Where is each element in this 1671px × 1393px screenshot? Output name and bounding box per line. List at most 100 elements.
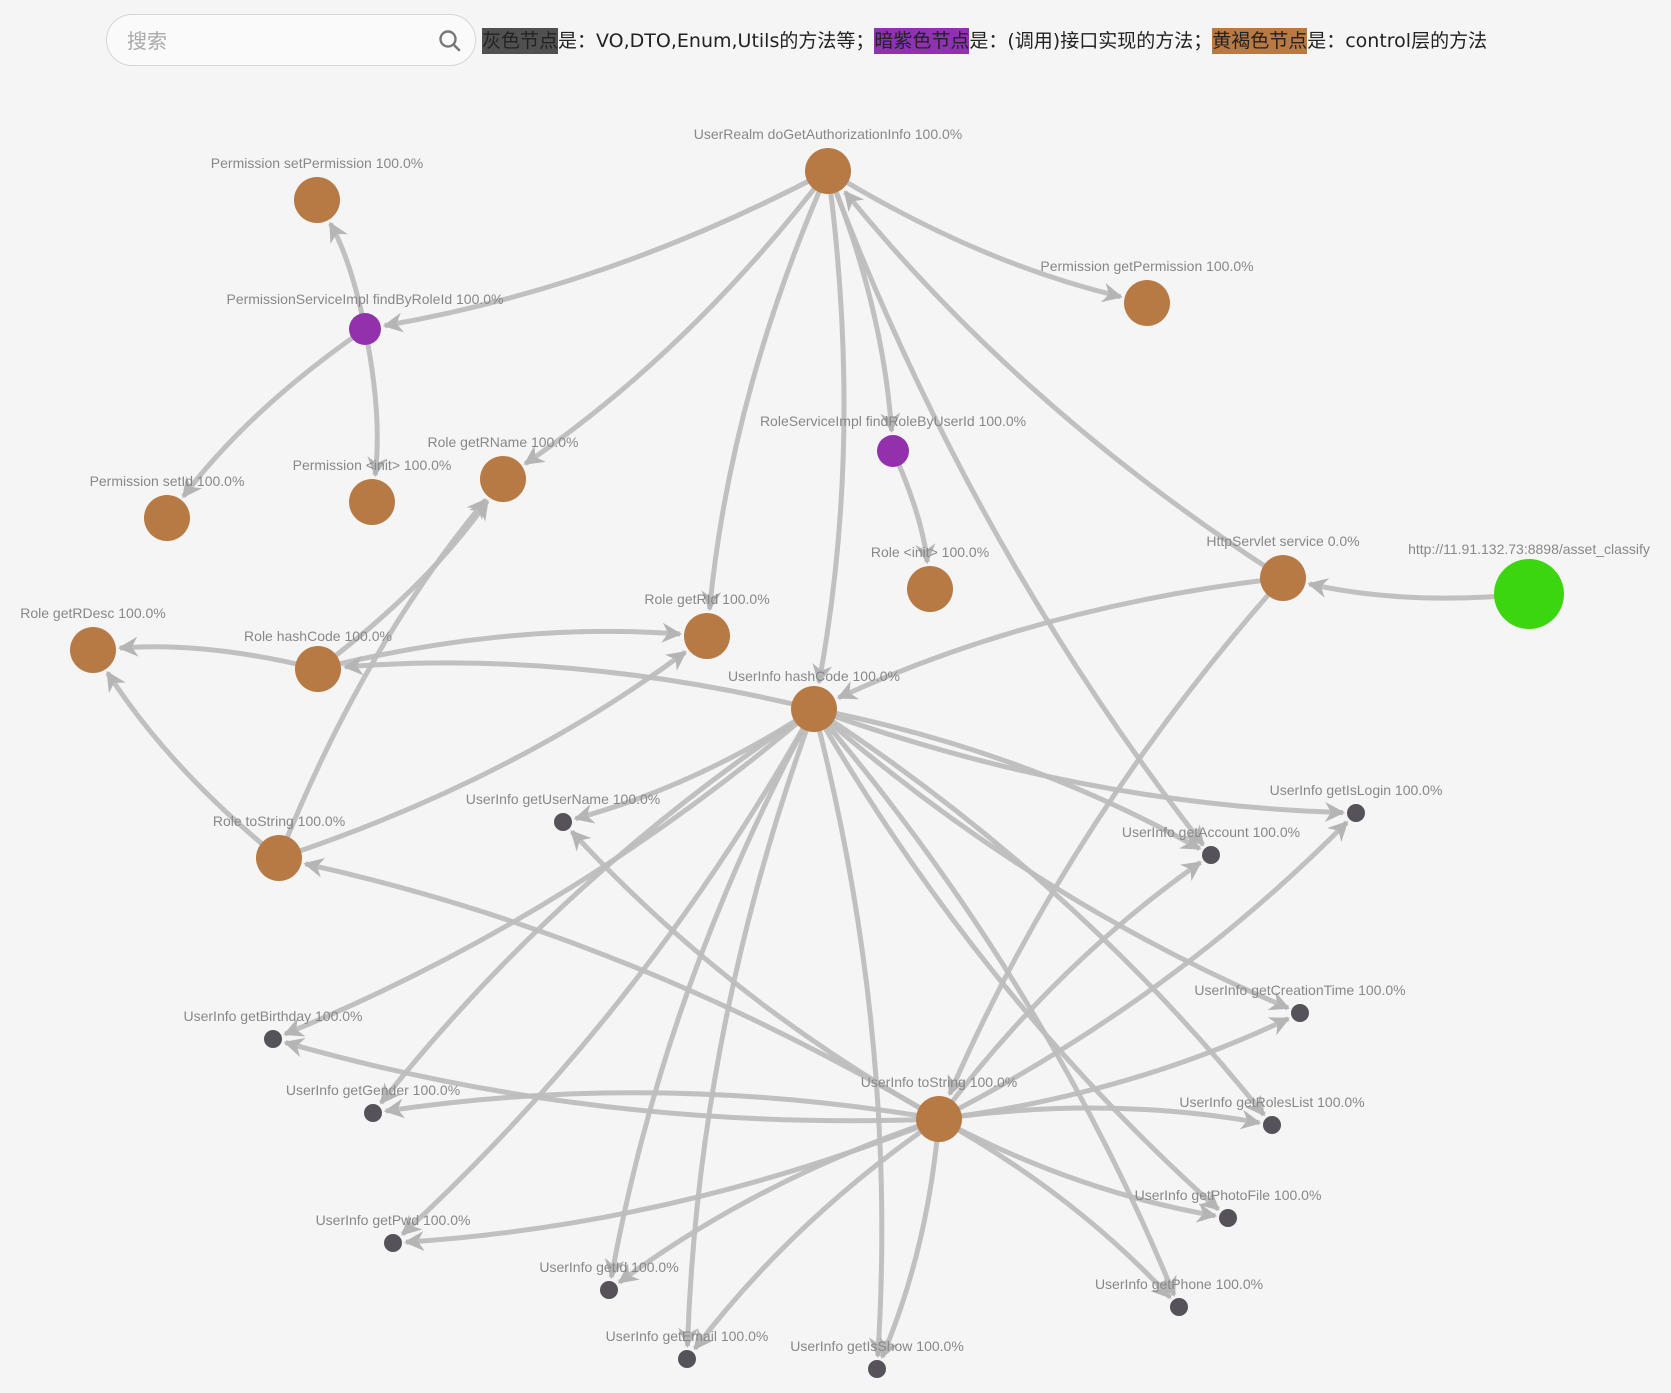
nodes-layer: UserRealm doGetAuthorizationInfo 100.0%P… [20, 126, 1650, 1378]
edge-uhc-to-uge [678, 708, 817, 1349]
node-ugph[interactable] [1170, 1298, 1188, 1316]
node-ugrl[interactable] [1263, 1116, 1281, 1134]
node-label-ugid: UserInfo getId 100.0% [539, 1259, 678, 1275]
node-label-uhc: UserInfo hashCode 100.0% [728, 668, 900, 684]
node-pinit[interactable] [349, 479, 395, 525]
node-hss[interactable] [1260, 555, 1306, 601]
node-label-psid: Permission setId 100.0% [90, 473, 245, 489]
edges-layer [105, 168, 1530, 1359]
legend-purple-tag: 暗紫色节点 [874, 28, 970, 54]
edge-uts-to-ugid [617, 1116, 940, 1285]
node-rsif[interactable] [877, 435, 909, 467]
node-label-psp: Permission setPermission 100.0% [211, 155, 423, 171]
node-label-ugct: UserInfo getCreationTime 100.0% [1194, 982, 1405, 998]
search-icon[interactable] [437, 28, 463, 54]
edge-udga-to-rgrid [701, 169, 831, 612]
node-label-rgrid: Role getRId 100.0% [644, 591, 769, 607]
node-ugpw[interactable] [384, 1234, 402, 1252]
node-psp[interactable] [294, 177, 340, 223]
edge-rts-to-rgrid [278, 650, 687, 861]
node-label-ugil: UserInfo getIsLogin 100.0% [1270, 782, 1443, 798]
node-udga[interactable] [805, 148, 851, 194]
node-label-psifr: PermissionServiceImpl findByRoleId 100.0… [226, 291, 503, 307]
legend-gray-text: 是：VO,DTO,Enum,Utils的方法等； [558, 30, 875, 52]
search-box [106, 14, 476, 66]
node-ugil[interactable] [1347, 804, 1365, 822]
node-ugid[interactable] [600, 1281, 618, 1299]
node-label-hss: HttpServlet service 0.0% [1206, 533, 1359, 549]
node-uga[interactable] [1202, 846, 1220, 864]
node-label-ugpw: UserInfo getPwd 100.0% [316, 1212, 471, 1228]
node-label-ugrl: UserInfo getRolesList 100.0% [1179, 1094, 1364, 1110]
node-label-rinit: Role <init> 100.0% [871, 544, 989, 560]
edge-uhc-to-uga [813, 706, 1202, 851]
edge-rts-to-rgrd [105, 671, 281, 860]
node-label-uga: UserInfo getAccount 100.0% [1122, 824, 1300, 840]
node-psifr[interactable] [349, 313, 381, 345]
node-rgrd[interactable] [70, 627, 116, 673]
node-label-ugun: UserInfo getUserName 100.0% [466, 791, 661, 807]
node-label-pgp: Permission getPermission 100.0% [1040, 258, 1253, 274]
node-label-rsif: RoleServiceImpl findRoleByUserId 100.0% [760, 413, 1026, 429]
node-url[interactable] [1494, 559, 1564, 629]
edge-uhc-to-ugg [379, 706, 816, 1105]
legend-brown-text: 是：control层的方法 [1307, 30, 1488, 52]
edge-uts-to-ugis [879, 1118, 942, 1359]
node-label-url: http://11.91.132.73:8898/asset_classify [1408, 541, 1650, 557]
edge-rhc-to-rgrn [316, 499, 490, 672]
node-label-rts: Role toString 100.0% [213, 813, 345, 829]
edge-udga-to-rsif [825, 170, 901, 434]
node-ugg[interactable] [364, 1104, 382, 1122]
node-label-rgrn: Role getRName 100.0% [428, 434, 579, 450]
edge-udga-to-psifr [382, 168, 830, 333]
node-label-pinit: Permission <init> 100.0% [293, 457, 452, 473]
edge-uts-to-ugph [937, 1116, 1172, 1300]
legend-purple-text: 是：(调用)接口实现的方法； [969, 30, 1213, 52]
edge-psifr-to-psid [181, 326, 367, 499]
node-label-ugg: UserInfo getGender 100.0% [286, 1082, 460, 1098]
node-uts[interactable] [916, 1096, 962, 1142]
legend: 灰色节点是：VO,DTO,Enum,Utils的方法等；暗紫色节点是：(调用)接… [482, 26, 1488, 54]
node-ugpf[interactable] [1219, 1209, 1237, 1227]
node-label-uts: UserInfo toString 100.0% [861, 1074, 1017, 1090]
edge-uts-to-ugb [283, 1037, 940, 1124]
edge-udga-to-uga [825, 170, 1205, 847]
node-rhc[interactable] [295, 646, 341, 692]
edge-rhc-to-rgrd [117, 636, 319, 672]
edge-uhc-to-rhc [342, 655, 815, 712]
node-uhc[interactable] [791, 686, 837, 732]
node-ugis[interactable] [868, 1360, 886, 1378]
edge-hss-to-uts [947, 576, 1285, 1097]
node-rgrid[interactable] [684, 613, 730, 659]
edge-uts-to-uga [936, 860, 1202, 1121]
node-label-ugph: UserInfo getPhone 100.0% [1095, 1276, 1263, 1292]
node-label-rhc: Role hashCode 100.0% [244, 628, 392, 644]
edge-uhc-to-ugph [812, 707, 1177, 1297]
node-label-ugb: UserInfo getBirthday 100.0% [184, 1008, 363, 1024]
node-psid[interactable] [144, 495, 190, 541]
node-ugb[interactable] [264, 1030, 282, 1048]
edge-uts-to-ugg [383, 1090, 940, 1122]
node-rgrn[interactable] [480, 456, 526, 502]
node-rts[interactable] [256, 835, 302, 881]
edge-udga-to-pgp [826, 168, 1123, 303]
node-uge[interactable] [678, 1350, 696, 1368]
edge-psifr-to-psp [328, 221, 368, 330]
edge-udga-to-uhc [812, 170, 847, 685]
node-rinit[interactable] [907, 566, 953, 612]
search-input[interactable] [125, 23, 429, 59]
edge-uhc-to-ugpw [400, 707, 817, 1237]
edge-uts-to-uge [692, 1116, 941, 1351]
node-ugun[interactable] [554, 813, 572, 831]
edge-hss-to-udga [843, 190, 1285, 581]
node-label-ugis: UserInfo getIsShow 100.0% [790, 1338, 964, 1354]
edge-uhc-to-ugil [813, 706, 1346, 823]
edge-uts-to-ugun [569, 829, 941, 1122]
node-ugct[interactable] [1291, 1004, 1309, 1022]
node-label-uge: UserInfo getEmail 100.0% [606, 1328, 769, 1344]
node-pgp[interactable] [1124, 280, 1170, 326]
edge-uhc-to-ugpf [811, 707, 1220, 1212]
legend-gray-tag: 灰色节点 [482, 28, 559, 54]
node-label-rgrd: Role getRDesc 100.0% [20, 605, 166, 621]
